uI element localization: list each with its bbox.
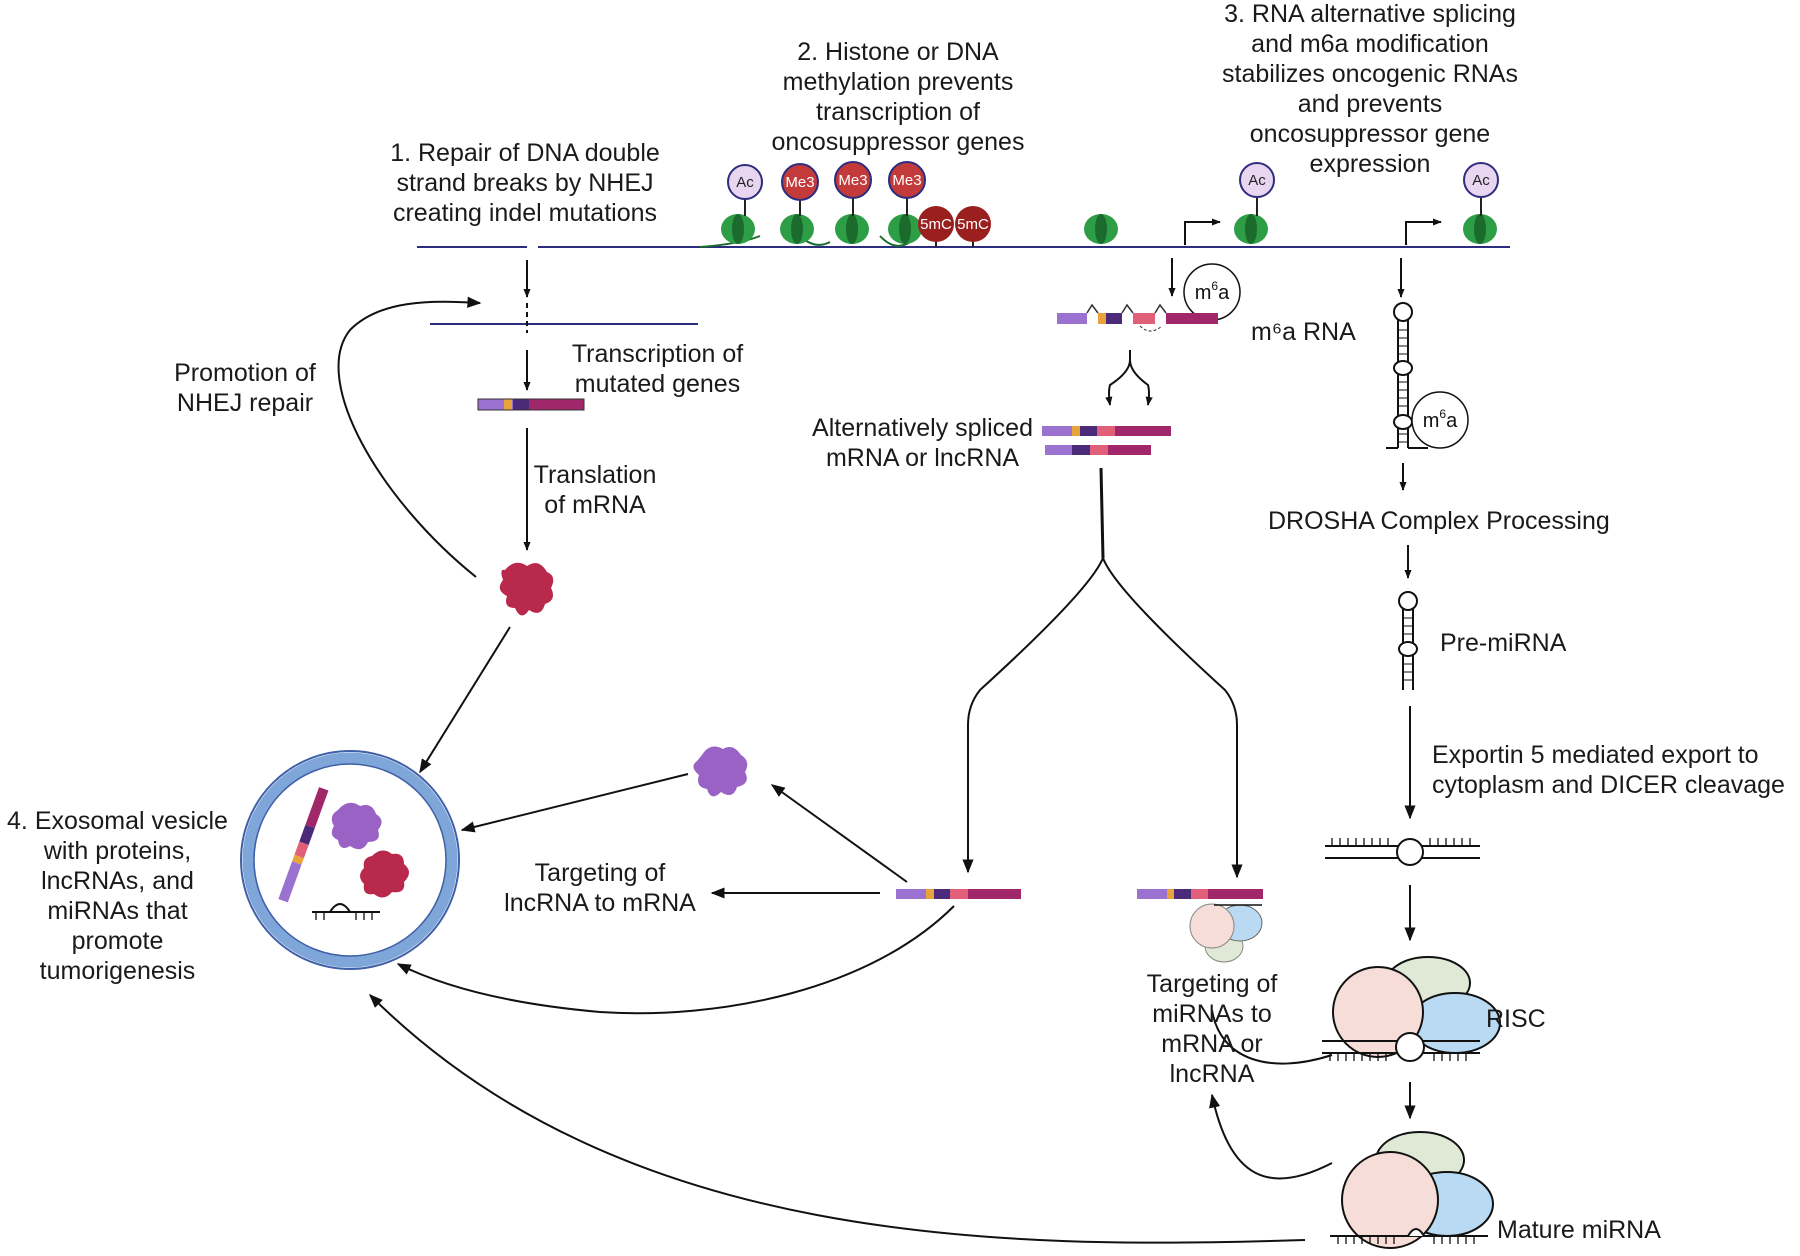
split-arrow xyxy=(1129,359,1153,406)
svg-text:m6a: m6a xyxy=(1195,279,1230,304)
step3-label: 3. RNA alternative splicing and m6a modi… xyxy=(1222,0,1518,178)
svg-text:Ac: Ac xyxy=(1472,172,1490,189)
exosomal-vesicle xyxy=(240,750,460,970)
lncrna-protein-icon xyxy=(693,746,748,797)
pri-mirna-hairpin xyxy=(1386,302,1428,449)
promoter-arrow-icon xyxy=(1184,218,1221,245)
svg-text:Ac: Ac xyxy=(1248,172,1266,189)
me3-tag: Me3 xyxy=(834,161,872,216)
svg-text:Me3: Me3 xyxy=(785,174,814,191)
repaired-dna xyxy=(430,303,698,333)
acetyl-tag: Ac xyxy=(1463,162,1499,216)
exportin-label: Exportin 5 mediated export to cytoplasm … xyxy=(1432,741,1785,799)
mature-mirna-complex xyxy=(1330,1131,1494,1249)
methyl-c-tag: 5mC xyxy=(918,206,954,247)
promoter-arrow-icon xyxy=(1405,218,1442,245)
lncrna-targeting-label: Targeting of lncRNA to mRNA xyxy=(504,859,696,917)
branch-stem xyxy=(1099,467,1105,559)
mature-mirna-to-vesicle-arrow xyxy=(369,994,1306,1244)
nucleosome-icon xyxy=(780,214,814,244)
to-protein-arrow xyxy=(770,784,908,883)
nucleosome-icon xyxy=(721,214,755,244)
nucleosome-icon xyxy=(1234,214,1268,244)
m6a-marker: m6a xyxy=(1183,263,1241,321)
drosha-label: DROSHA Complex Processing xyxy=(1268,507,1610,535)
risc-complex xyxy=(1322,956,1501,1062)
branch-right-arrow xyxy=(1102,557,1243,879)
pre-mrna xyxy=(1057,303,1218,332)
me3-tag: Me3 xyxy=(888,161,926,216)
mature-to-targeting-arrow-drawn xyxy=(1211,1009,1333,1065)
svg-text:Me3: Me3 xyxy=(892,172,921,189)
me3-tag: Me3 xyxy=(781,163,819,216)
svg-text:5mC: 5mC xyxy=(920,216,952,233)
mutant-protein-icon xyxy=(499,562,554,616)
svg-text:Ac: Ac xyxy=(736,174,754,191)
nucleosome-icon xyxy=(1084,214,1118,244)
nucleosome-icon xyxy=(888,214,922,244)
acetyl-tag: Ac xyxy=(1239,162,1275,216)
mutated-mrna xyxy=(477,398,585,411)
translation-label: Translation of mRNA xyxy=(533,461,657,519)
pre-mirna-hairpin xyxy=(1398,591,1418,690)
spliced-mrna-1 xyxy=(1042,426,1171,436)
risc-label: RISC xyxy=(1486,1005,1546,1033)
transcription-label: Transcription of mutated genes xyxy=(571,340,744,398)
protein-to-vesicle-arrow xyxy=(419,626,511,774)
svg-text:m6a: m6a xyxy=(1423,407,1458,432)
branch-left-arrow xyxy=(962,557,1104,874)
mirna-targeting-label: Targeting of miRNAs to mRNA or lncRNA xyxy=(1146,970,1278,1088)
step4-label: 4. Exosomal vesicle with proteins, lncRN… xyxy=(7,807,228,985)
mature-mirna-label: Mature miRNA xyxy=(1497,1216,1661,1244)
lncrna-to-vesicle-arrow xyxy=(396,905,955,1015)
spliced-mrna-2 xyxy=(1045,445,1151,455)
mirna-duplex xyxy=(1325,838,1480,866)
nucleosome-icon xyxy=(1463,214,1497,244)
nucleosome-icon xyxy=(835,214,869,244)
step1-label: 1. Repair of DNA double strand breaks by… xyxy=(390,139,660,227)
methyl-c-tag: 5mC xyxy=(955,206,991,247)
m6a-marker: m6a xyxy=(1411,391,1469,449)
split-arrow xyxy=(1105,350,1131,406)
lncrna-transcript xyxy=(896,889,1021,899)
mirna-target-transcript xyxy=(1137,889,1263,963)
mature-mirna-to-targeting-arrow xyxy=(1209,1093,1333,1180)
promotion-arrow xyxy=(337,296,482,578)
protein-to-vesicle-arrow xyxy=(460,773,689,833)
pre-mirna-label: Pre-miRNA xyxy=(1440,629,1567,657)
promotion-label: Promotion of NHEJ repair xyxy=(174,359,316,417)
alternatively-spliced-label: Alternatively spliced mRNA or lncRNA xyxy=(812,414,1033,472)
acetyl-tag: Ac xyxy=(727,164,763,216)
svg-text:Me3: Me3 xyxy=(838,172,867,189)
svg-text:5mC: 5mC xyxy=(957,216,989,233)
step2-label: 2. Histone or DNA methylation prevents t… xyxy=(771,38,1025,156)
m6a-rna-label: m⁶a RNA xyxy=(1251,318,1356,346)
